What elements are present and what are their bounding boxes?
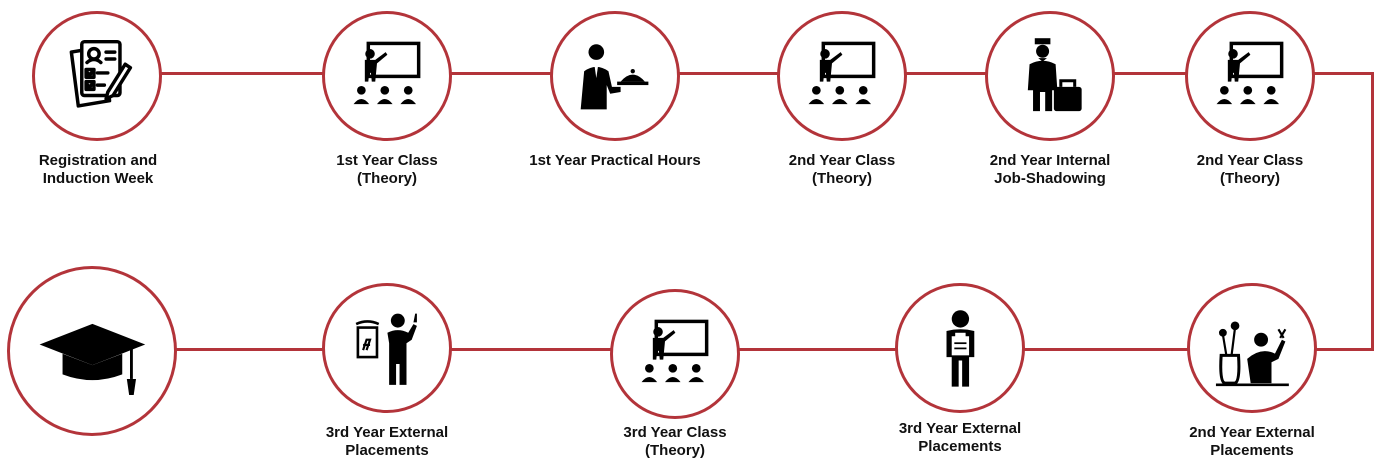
step-node-3rd-year-external-1	[895, 283, 1025, 413]
step-node-2nd-year-internal	[985, 11, 1115, 141]
step-label-3rd-year-external-2: 3rd Year External Placements	[325, 424, 449, 459]
registration-form-icon	[69, 39, 132, 108]
step-label-2nd-year-class-2: 2nd Year Class (Theory)	[1196, 152, 1304, 187]
waiter-serving-icon	[580, 43, 648, 109]
step-node-1st-year-practical	[550, 11, 680, 141]
presenter-with-chart-icon	[355, 313, 417, 385]
step-label-2nd-year-external: 2nd Year External Placements	[1189, 424, 1315, 459]
step-label-3rd-year-external-1: 3rd Year External Placements	[898, 420, 1022, 455]
step-node-3rd-year-external-2	[322, 283, 452, 413]
person-with-clipboard-icon	[946, 309, 974, 387]
step-label-2nd-year-internal: 2nd Year Internal Job-Shadowing	[989, 152, 1111, 187]
classroom-teacher-icon	[641, 319, 708, 382]
step-node-3rd-year-class	[610, 289, 740, 419]
step-node-registration	[32, 11, 162, 141]
step-node-2nd-year-class-1	[777, 11, 907, 141]
porter-with-suitcase-icon	[1027, 37, 1082, 111]
graduation-cap-icon	[39, 323, 145, 395]
step-label-2nd-year-class-1: 2nd Year Class (Theory)	[788, 152, 896, 187]
step-label-3rd-year-class: 3rd Year Class (Theory)	[623, 424, 727, 459]
classroom-teacher-icon	[1216, 41, 1283, 104]
connector-right-vertical	[1371, 72, 1374, 351]
step-node-graduation	[7, 266, 177, 436]
classroom-teacher-icon	[353, 41, 420, 104]
step-label-registration: Registration and Induction Week	[38, 152, 158, 187]
step-label-1st-year-practical: 1st Year Practical Hours	[529, 152, 701, 169]
step-label-1st-year-class: 1st Year Class (Theory)	[336, 152, 438, 187]
step-node-2nd-year-class-2	[1185, 11, 1315, 141]
step-node-1st-year-class	[322, 11, 452, 141]
classroom-teacher-icon	[808, 41, 875, 104]
florist-icon	[1215, 321, 1289, 386]
step-node-2nd-year-external	[1187, 283, 1317, 413]
connector-top-row	[100, 72, 1373, 75]
